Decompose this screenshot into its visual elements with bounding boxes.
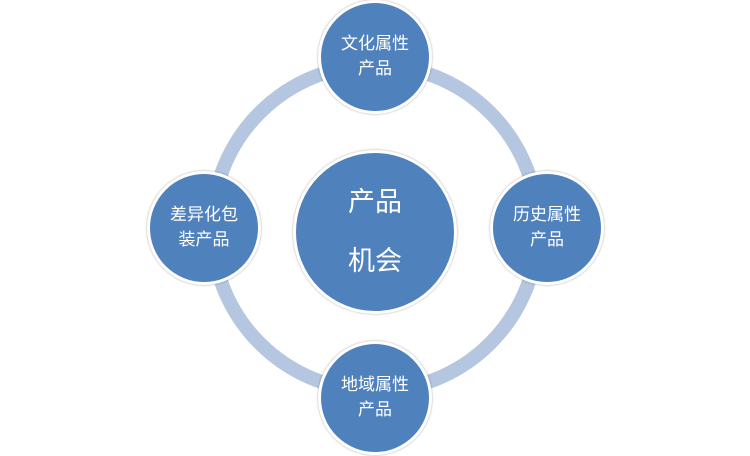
node-regional-attribute-product: 地域属性 产品 — [318, 341, 432, 455]
node-bottom-label-line2: 产品 — [358, 400, 392, 420]
node-top-label-line2: 产品 — [358, 59, 392, 79]
node-bottom-label-line1: 地域属性 — [341, 375, 409, 396]
center-node-product-opportunity: 产品 机会 — [293, 150, 457, 314]
node-right-label-line2: 产品 — [530, 230, 564, 250]
node-cultural-attribute-product: 文化属性 产品 — [318, 0, 432, 114]
node-differentiated-packaging-product: 差异化包 装产品 — [147, 171, 261, 285]
center-node-label-line2: 机会 — [348, 246, 402, 277]
node-top-label-line1: 文化属性 — [341, 34, 409, 55]
node-right-label-line1: 历史属性 — [513, 205, 581, 226]
node-left-label-line1: 差异化包 — [170, 205, 238, 226]
node-left-label-line2: 装产品 — [178, 230, 230, 250]
center-node-label-line1: 产品 — [348, 186, 402, 218]
node-historical-attribute-product: 历史属性 产品 — [490, 171, 604, 285]
